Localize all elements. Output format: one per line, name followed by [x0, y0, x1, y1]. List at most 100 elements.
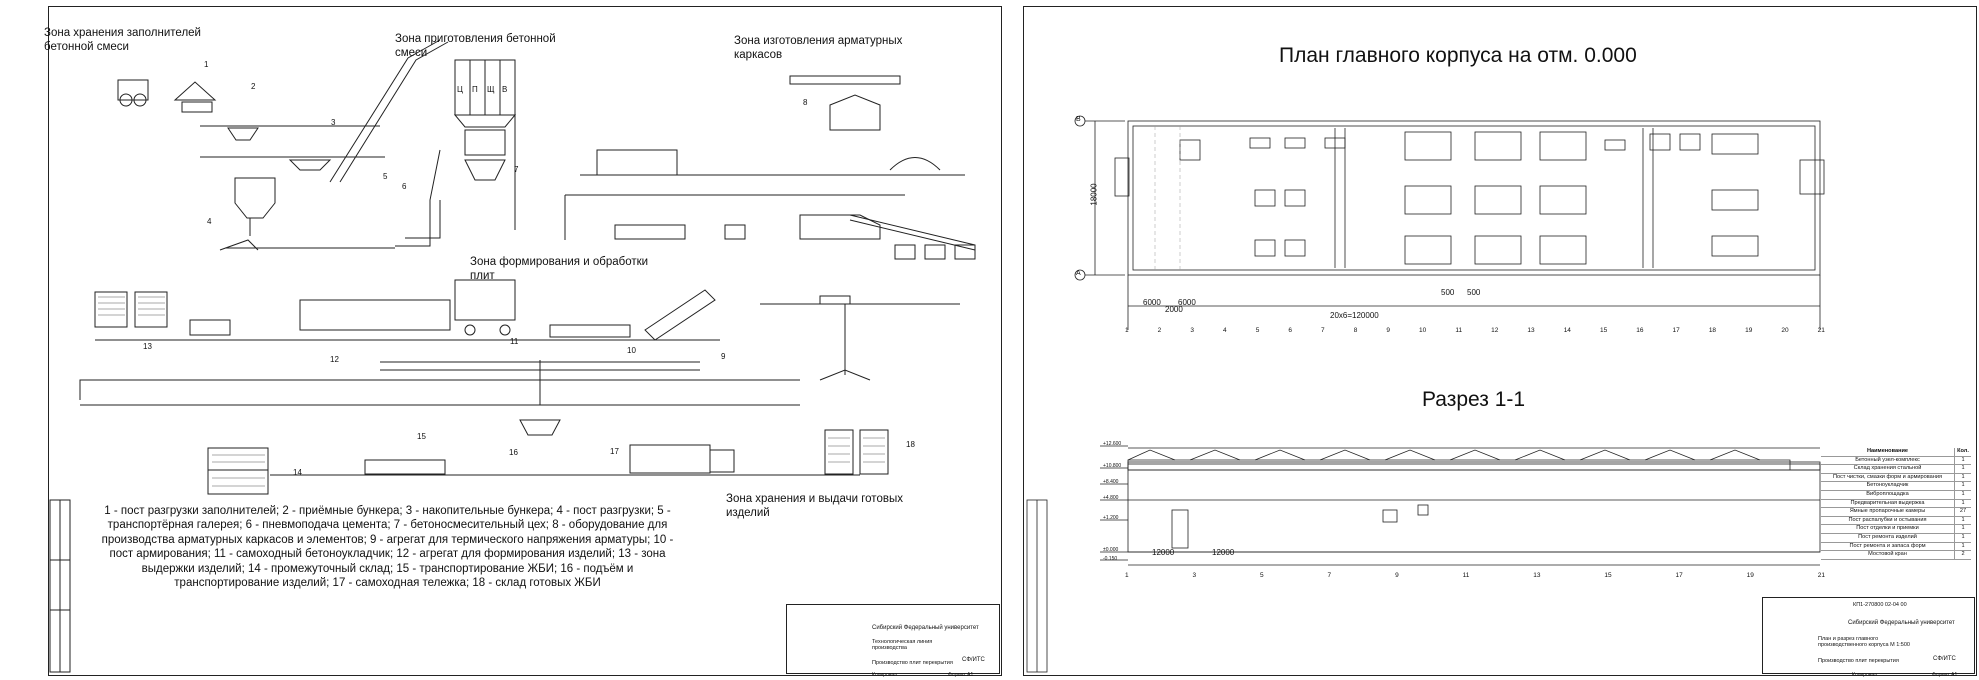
- callout-12: 12: [330, 355, 339, 364]
- dim-6000-b: 6000: [1178, 298, 1196, 307]
- unloading-post-plan: [1179, 139, 1201, 161]
- title-block-right: КП1-270800 02-04 00 Сибирский Федеральны…: [1762, 597, 1975, 674]
- storage-hopper: [288, 159, 332, 171]
- spec-qty: 1: [1954, 490, 1971, 499]
- spec-name: Виброплощадка: [1866, 490, 1909, 497]
- axis-letter-b: В: [1076, 116, 1081, 123]
- callout-10: 10: [627, 346, 636, 355]
- axis-number: 17: [1672, 327, 1680, 334]
- spec-header: Наименование Кол.: [1821, 448, 1971, 457]
- spec-name: Пост ремонта изделий: [1858, 533, 1917, 540]
- callout-9: 9: [721, 352, 726, 361]
- axis-number: 12: [1491, 327, 1499, 334]
- axis-number: 19: [1746, 572, 1754, 579]
- level-mark: +10.800: [1103, 463, 1122, 469]
- crane-hook-right: [819, 369, 871, 381]
- plan-axis-numbers: 1 2 3 4 5 6 7 8 9 10 11 12 13 14 15 16 1…: [1125, 327, 1825, 334]
- chamber: [1404, 131, 1452, 161]
- spec-name: Предварительная выдержка: [1850, 499, 1925, 506]
- axis-number: 3: [1192, 572, 1197, 579]
- equipment-spec-table: Наименование Кол. Бетонный узел-комплекс…: [1821, 448, 1971, 560]
- level-mark: +1.200: [1103, 515, 1119, 521]
- level-mark: ±0.000: [1103, 547, 1119, 553]
- spec-header-qty: Кол.: [1954, 448, 1971, 456]
- aggregate-pile: [173, 81, 217, 101]
- mixer-letter: Ц: [457, 85, 463, 94]
- spec-qty: 1: [1954, 525, 1971, 533]
- spec-row: Пост отделки и приемки 1: [1821, 525, 1971, 534]
- axis-number: 5: [1255, 327, 1260, 334]
- spec-qty: 1: [1954, 499, 1971, 508]
- spec-name: Ямные пропарочные камеры: [1849, 508, 1926, 515]
- reinforcement-post: [549, 324, 631, 338]
- pneumatic-cement-line: [395, 149, 441, 247]
- axis-number: 11: [1462, 572, 1470, 579]
- axis-number: 14: [1563, 327, 1571, 334]
- title-block-group: СФ/ИТС: [962, 657, 985, 663]
- axis-number: 7: [1327, 572, 1332, 579]
- axis-number: 11: [1455, 327, 1463, 334]
- title-block-code: КП1-270800 02-04 00: [1853, 602, 1907, 608]
- spec-qty: 1: [1954, 473, 1971, 482]
- spec-qty: 2: [1954, 551, 1971, 559]
- drawing-sheet-right: [1023, 6, 1977, 676]
- drawing-sheet-left: [48, 6, 1002, 676]
- mixer-letter: В: [502, 85, 508, 94]
- callout-6: 6: [402, 182, 407, 191]
- spec-row: Предварительная выдержка 1: [1821, 499, 1971, 509]
- dim-500-b: 500: [1467, 288, 1481, 297]
- mixer-letter: П: [472, 85, 478, 94]
- concrete-paver: [454, 279, 516, 321]
- callout-7: 7: [514, 165, 519, 174]
- callout-8: 8: [803, 98, 808, 107]
- title-block-caption: Производство плит перекрытия: [872, 660, 953, 666]
- spec-name: Пост отделки и приемки: [1856, 525, 1919, 532]
- callout-15: 15: [417, 432, 426, 441]
- axis-number: 16: [1636, 327, 1644, 334]
- axis-number: 15: [1604, 572, 1612, 579]
- axis-number: 8: [1353, 327, 1358, 334]
- callout-13: 13: [143, 342, 152, 351]
- format-label: Формат А1: [948, 672, 974, 678]
- dim-total: 20х6=120000: [1330, 311, 1379, 320]
- rebar-machine: [789, 75, 901, 85]
- axis-number: 9: [1395, 572, 1399, 579]
- axis-number: 17: [1675, 572, 1683, 579]
- spec-row: Ямные пропарочные камеры 27: [1821, 508, 1971, 517]
- level-mark: +12.600: [1103, 441, 1122, 447]
- dim-vertical: 18000: [1089, 183, 1099, 206]
- callout-11: 11: [510, 337, 519, 346]
- dim-2000: 2000: [1165, 305, 1183, 314]
- axis-number: 6: [1288, 327, 1292, 334]
- unloading-machine: [117, 79, 149, 101]
- spec-name: Пост чистки, смазки форм и армирования: [1832, 473, 1943, 480]
- intermediate-warehouse: [207, 447, 269, 495]
- level-mark: -0.150: [1103, 556, 1118, 562]
- receiving-hopper: [227, 127, 259, 141]
- spec-name: Пост распалубки и остывания: [1848, 516, 1927, 523]
- zone-label-rebar: Зона изготовления арматурных каркасов: [734, 35, 903, 61]
- copied-label: Копировал: [872, 672, 898, 678]
- forming-aggregate: [299, 299, 451, 331]
- axis-marker-b: [1074, 115, 1086, 127]
- axis-number: 1: [1125, 327, 1129, 334]
- callout-1: 1: [204, 60, 209, 69]
- spec-name: Бетоноукладчик: [1866, 482, 1909, 489]
- spec-row: Пост чистки, смазки форм и армирования 1: [1821, 473, 1971, 483]
- mixer-letter: Щ: [487, 85, 495, 94]
- section-outline: [1127, 461, 1821, 553]
- callout-4: 4: [207, 217, 212, 226]
- lifting-beam: [519, 419, 561, 436]
- transport-platform: [364, 459, 446, 475]
- axis-number: 13: [1527, 327, 1535, 334]
- spec-qty: 27: [1954, 508, 1971, 516]
- zone-label-product-storage: Зона хранения и выдачи готовых изделий: [726, 493, 903, 519]
- spec-qty: 1: [1954, 542, 1971, 551]
